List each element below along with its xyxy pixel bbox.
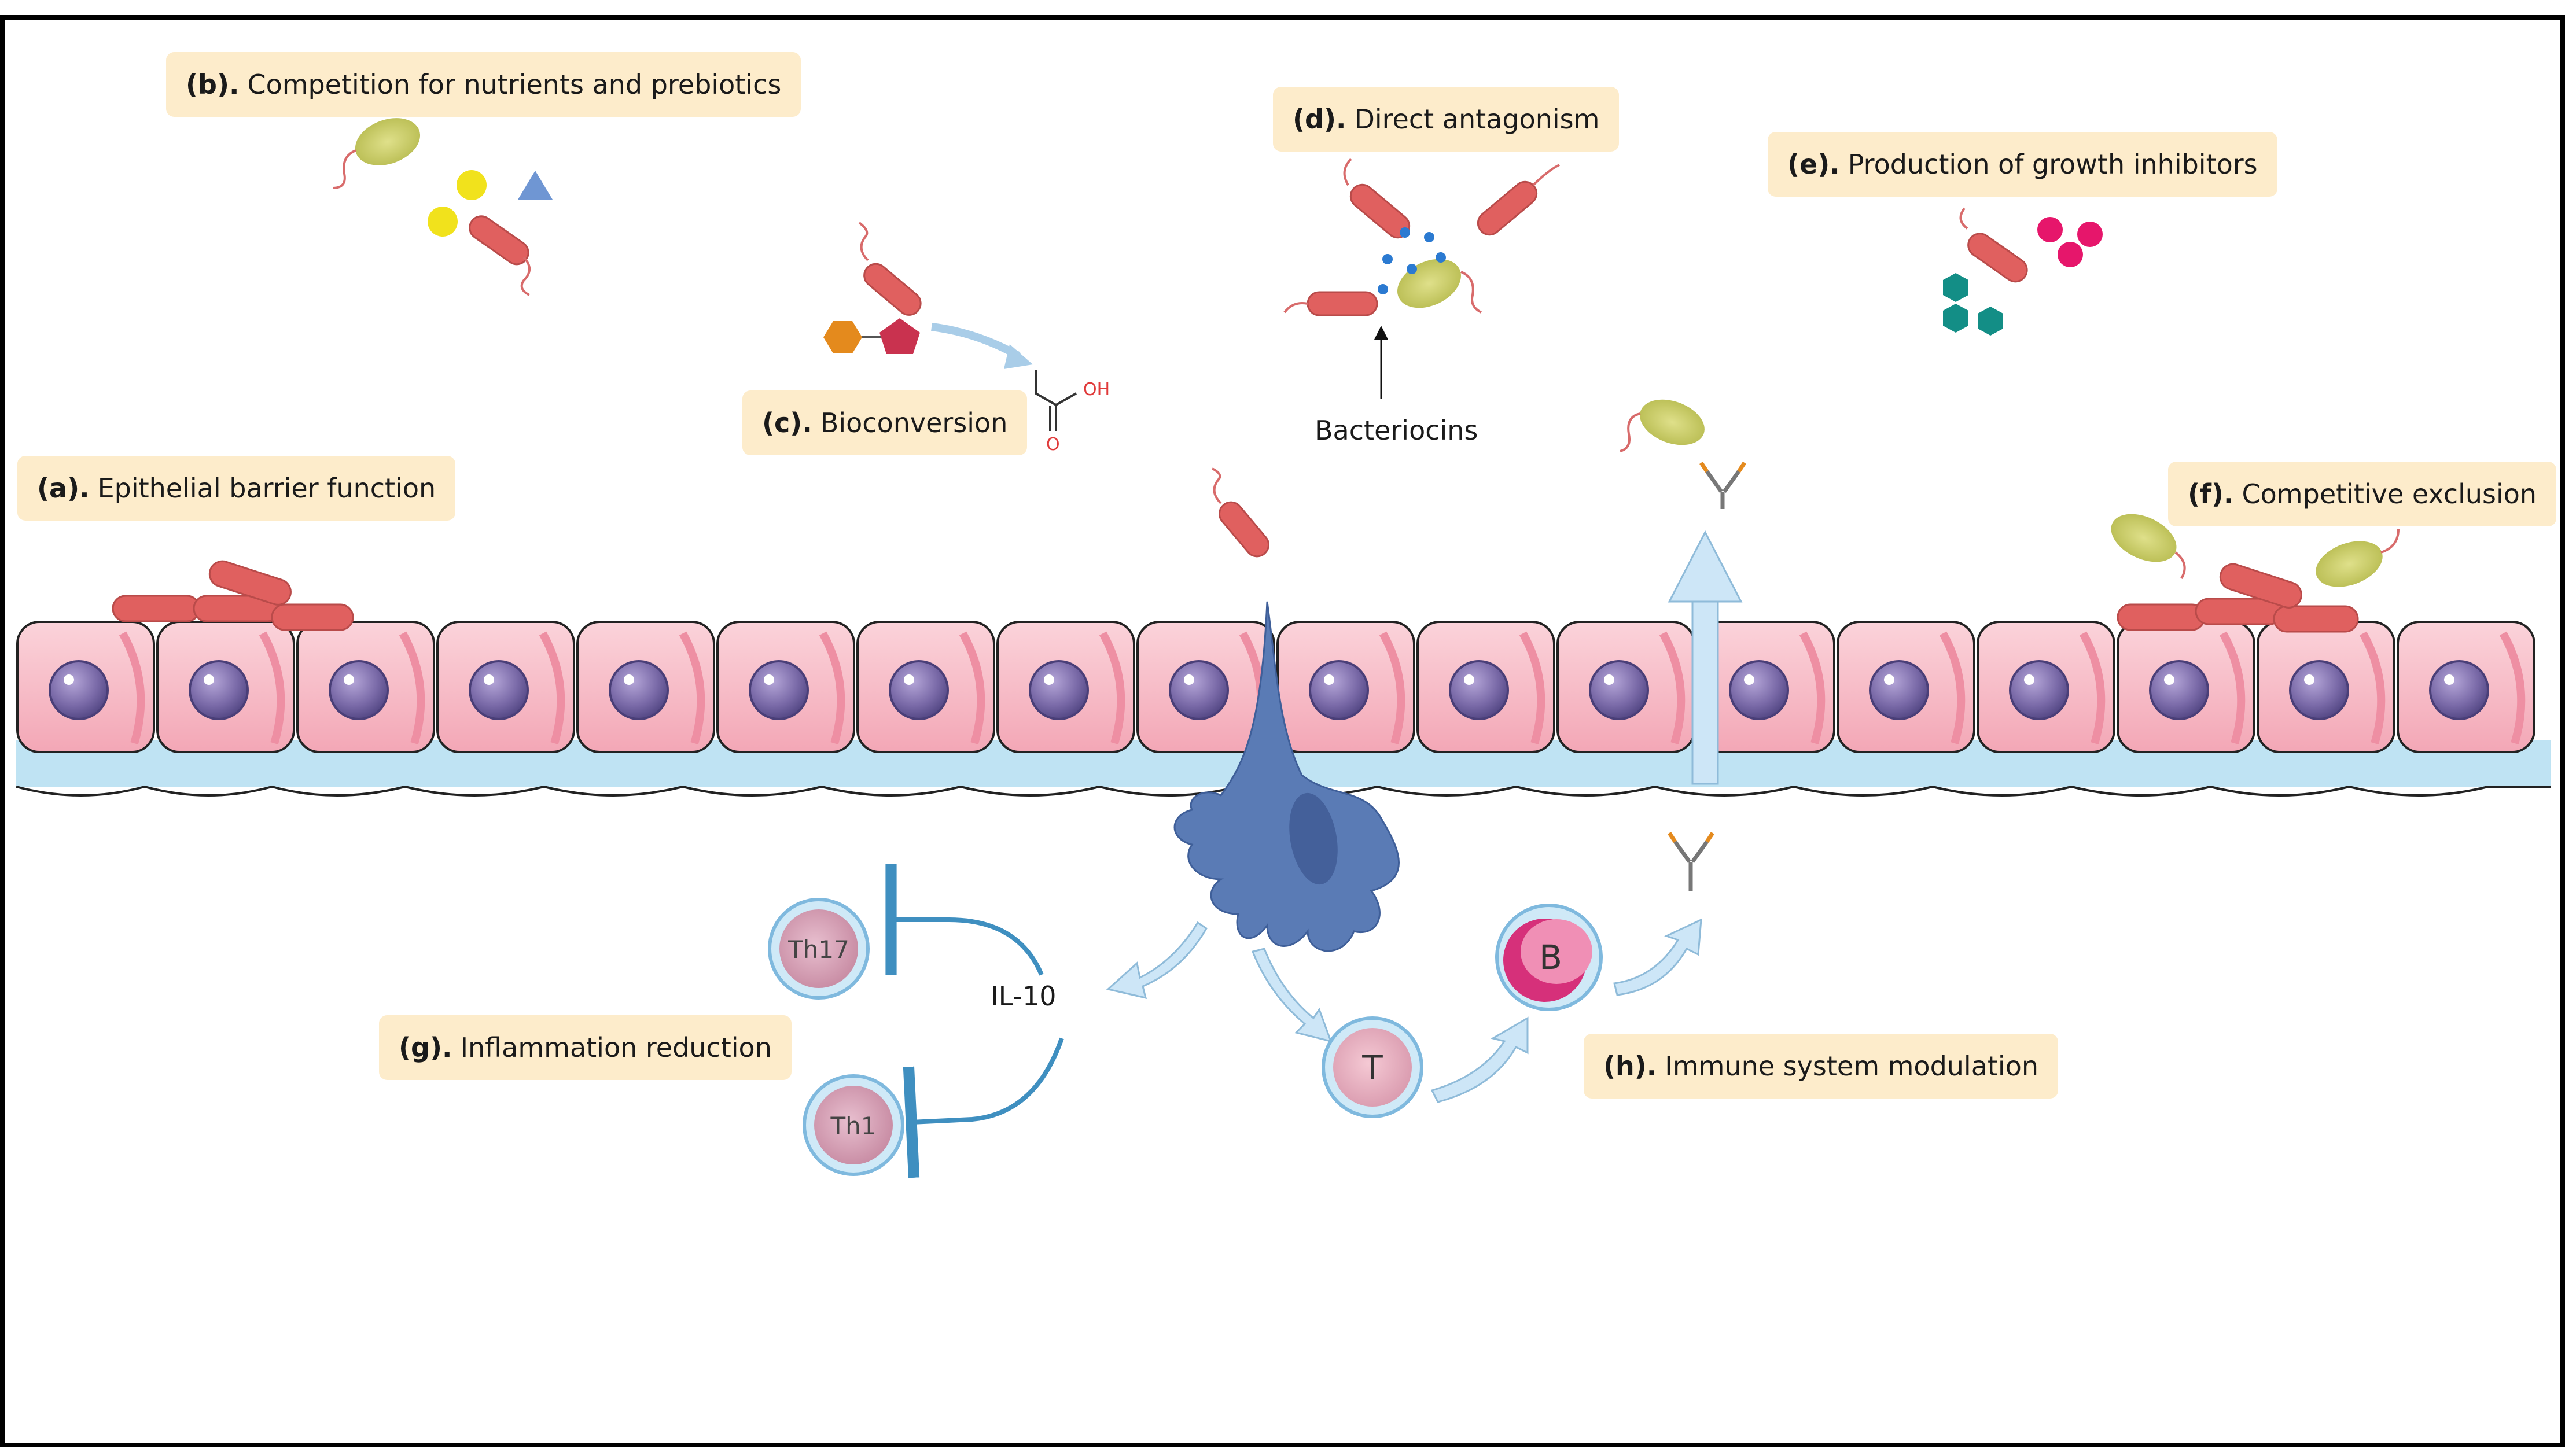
dendritic-cell (1173, 467, 1400, 952)
label-f-text: Competitive exclusion (2242, 478, 2537, 510)
label-nutrient-competition: (b).Competition for nutrients and prebio… (166, 52, 801, 117)
label-h-letter: (h). (1603, 1050, 1657, 1082)
epithelial-cell (716, 621, 855, 753)
epithelial-cell (1276, 621, 1415, 753)
nucleus (1169, 660, 1229, 720)
epithelial-cell (1556, 621, 1695, 753)
epithelial-cell (1416, 621, 1555, 753)
immune-secretion-graphic (1620, 399, 1746, 891)
nucleus (889, 660, 949, 720)
nutrient-competition-graphic (332, 118, 553, 296)
nucleus (1589, 660, 1649, 720)
growth-inhibitor-graphic (1943, 207, 2103, 336)
label-b-text: Competition for nutrients and prebiotics (247, 69, 782, 100)
t-cell-label: T (1361, 1048, 1383, 1088)
nucleus (1869, 660, 1929, 720)
figure-frame (0, 15, 2565, 1447)
label-inflammation-reduction: (g). Inflammation reduction (379, 1015, 792, 1080)
nucleus (329, 660, 389, 720)
epithelial-cell (156, 621, 295, 753)
bacteriocins-label: Bacteriocins (1315, 415, 1478, 446)
nucleus (2289, 660, 2349, 720)
nucleus (749, 660, 809, 720)
th17-label: Th17 (787, 935, 849, 964)
nucleus (2429, 660, 2489, 720)
label-competitive-exclusion: (f).Competitive exclusion (2168, 462, 2557, 526)
epithelial-cell (296, 621, 435, 753)
bioconversion-graphic: OH O (823, 222, 1110, 455)
label-g-letter: (g). (399, 1032, 452, 1063)
exclusion-probiotics (2111, 514, 2400, 633)
epithelial-cell (856, 621, 995, 753)
label-g-text: Inflammation reduction (460, 1032, 772, 1063)
epithelial-cell (16, 621, 155, 753)
nucleus (609, 660, 669, 720)
il10-inhibition (885, 864, 1064, 1178)
label-growth-inhibitors: (e). Production of growth inhibitors (1768, 132, 2277, 197)
label-epithelial-barrier: (a).Epithelial barrier function (17, 456, 456, 521)
epithelial-cell (2397, 621, 2535, 753)
nucleus (1029, 660, 1089, 720)
nucleus (2009, 660, 2069, 720)
label-e-text: Production of growth inhibitors (1848, 149, 2258, 180)
label-a-letter: (a). (37, 473, 90, 504)
nucleus (2149, 660, 2209, 720)
label-d-text: Direct antagonism (1354, 104, 1600, 135)
label-b-letter: (b). (186, 69, 240, 100)
nucleus (189, 660, 249, 720)
il10-label: IL-10 (991, 981, 1057, 1012)
antagonism-graphic (1283, 158, 1560, 399)
th1-cell: Th1 (803, 1074, 904, 1176)
label-e-letter: (e). (1787, 149, 1840, 180)
label-h-text: Immune system modulation (1665, 1050, 2039, 1082)
epithelial-cell (2117, 621, 2255, 753)
barrier-probiotics (112, 560, 354, 631)
t-cell: T (1322, 1016, 1423, 1118)
label-immune-modulation: (h).Immune system modulation (1584, 1034, 2059, 1099)
th1-label: Th1 (830, 1112, 877, 1140)
b-cell-label: B (1539, 938, 1562, 977)
epithelial-cell (1977, 621, 2115, 753)
label-direct-antagonism: (d). Direct antagonism (1273, 87, 1620, 152)
epithelial-cell (996, 621, 1135, 753)
epithelial-cell (576, 621, 715, 753)
epithelial-cell (1696, 621, 1835, 753)
epithelial-cell (1837, 621, 1975, 753)
nucleus (469, 660, 529, 720)
label-c-text: Bioconversion (820, 407, 1008, 438)
nucleus (1729, 660, 1789, 720)
oh-label: OH (1083, 379, 1110, 400)
label-d-letter: (d). (1293, 104, 1346, 135)
epithelial-cell (436, 621, 575, 753)
nucleus (1449, 660, 1509, 720)
b-cell: B (1495, 904, 1603, 1011)
epithelial-cell (2257, 621, 2395, 753)
label-a-text: Epithelial barrier function (97, 473, 436, 504)
nucleus (1309, 660, 1369, 720)
label-f-letter: (f). (2188, 478, 2234, 510)
immune-arrows (1106, 918, 1702, 1103)
nucleus (49, 660, 109, 720)
label-bioconversion: (c). Bioconversion (742, 390, 1028, 455)
o-label: O (1046, 434, 1060, 455)
label-c-letter: (c). (762, 407, 812, 438)
th17-cell: Th17 (768, 898, 870, 1000)
